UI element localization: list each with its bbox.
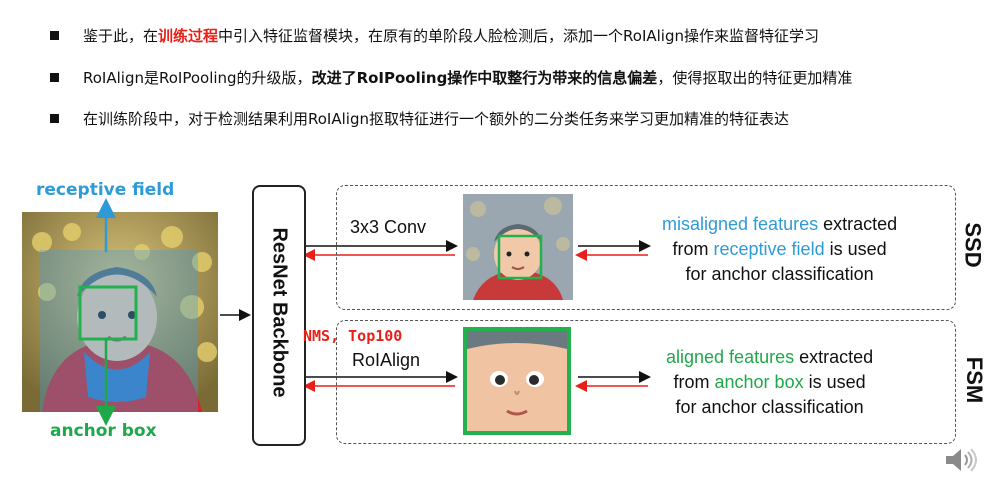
- backbone-label: ResNet Backbone: [268, 227, 291, 398]
- bullet-marker: [50, 72, 59, 82]
- fsm-side-label: FSM: [962, 356, 988, 404]
- ssd-side-label: SSD: [960, 222, 986, 268]
- bullet-2-part-1: RoIAlign是RoIPooling的升级版，: [83, 68, 312, 87]
- ssd-desc-line2: from receptive field is used: [662, 237, 897, 262]
- fsm-desc-line1: aligned features extracted: [666, 345, 873, 370]
- ssd-extracted-text: extracted: [818, 214, 898, 234]
- ssd-from-text: from: [672, 239, 714, 259]
- bullet-1-highlight: 训练过程: [158, 26, 219, 45]
- ssd-misaligned-text: misaligned features: [662, 214, 819, 234]
- input-photo: [22, 212, 218, 412]
- ssd-op-label: 3x3 Conv: [350, 217, 427, 237]
- fsm-desc-line3: for anchor classification: [675, 397, 864, 417]
- ssd-used-text: is used: [824, 239, 887, 259]
- ssd-crop-photo: [463, 194, 573, 300]
- ssd-panel: [336, 185, 956, 310]
- ssd-desc-line1: misaligned features extracted: [662, 212, 897, 237]
- fsm-anchor-text: anchor box: [714, 372, 804, 392]
- fsm-description: aligned features extracted from anchor b…: [666, 345, 873, 420]
- bullet-2: RoIAlign是RoIPooling的升级版，改进了RoIPooling操作中…: [50, 66, 852, 88]
- bullet-marker: [50, 30, 59, 40]
- receptive-field-label: receptive field: [36, 180, 175, 200]
- anchor-box-label: anchor box: [50, 421, 157, 441]
- fsm-extracted-text: extracted: [794, 347, 874, 367]
- fsm-from-text: from: [673, 372, 715, 392]
- fsm-used-text: is used: [803, 372, 866, 392]
- bullet-1-part-3: 中引入特征监督模块，在原有的单阶段人脸检测后，添加一个RoIAlign操作来监督…: [218, 26, 820, 45]
- fsm-op-label: RoIAlign: [352, 350, 421, 370]
- speaker-icon[interactable]: [944, 447, 984, 473]
- ssd-desc-line3: for anchor classification: [685, 264, 874, 284]
- ssd-description: misaligned features extracted from recep…: [662, 212, 897, 287]
- fsm-desc-line2: from anchor box is used: [666, 370, 873, 395]
- ssd-receptive-text: receptive field: [713, 239, 825, 259]
- bullet-1-part-1: 鉴于此，在: [83, 26, 159, 45]
- fsm-crop-photo: [463, 327, 571, 435]
- baby-photo-illustration: [22, 212, 218, 412]
- bullet-2-bold: 改进了RoIPooling操作中取整行为带来的信息偏差: [311, 68, 658, 87]
- bullet-1: 鉴于此，在训练过程中引入特征监督模块，在原有的单阶段人脸检测后，添加一个RoIA…: [50, 24, 819, 46]
- fsm-nms-label: NMS, Top100: [303, 327, 403, 345]
- resnet-backbone-box: ResNet Backbone: [252, 185, 306, 446]
- bullet-3-text: 在训练阶段中，对于检测结果利用RoIAlign抠取特征进行一个额外的二分类任务来…: [83, 109, 789, 128]
- ssd-crop-illustration: [463, 194, 573, 300]
- bullet-2-part-3: ，使得抠取出的特征更加精准: [657, 68, 853, 87]
- fsm-face-illustration: [467, 331, 567, 431]
- bullet-marker: [50, 113, 59, 123]
- fsm-panel: [336, 320, 956, 444]
- bullet-3: 在训练阶段中，对于检测结果利用RoIAlign抠取特征进行一个额外的二分类任务来…: [50, 107, 789, 129]
- fsm-aligned-text: aligned features: [666, 347, 795, 367]
